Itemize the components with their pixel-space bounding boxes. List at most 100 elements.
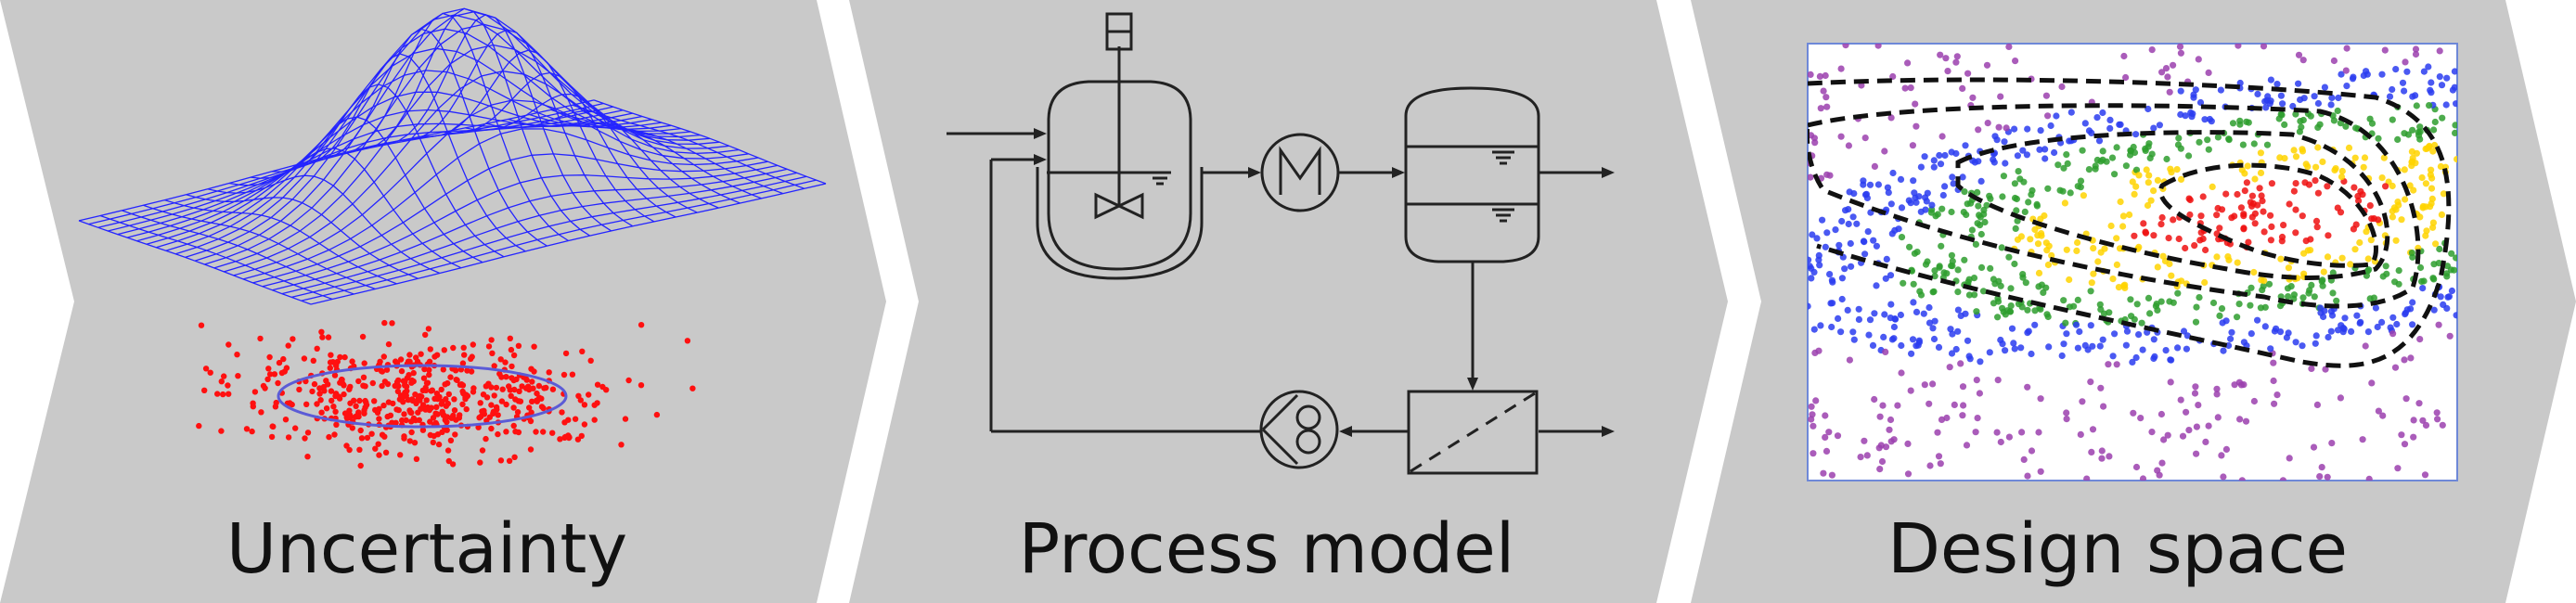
design-space-point — [2250, 397, 2258, 405]
sample-point — [292, 425, 299, 431]
mesh-line — [310, 183, 827, 305]
sample-point — [266, 371, 274, 378]
sample-point — [638, 382, 645, 389]
sample-point — [410, 369, 417, 377]
design-space-point — [2093, 114, 2101, 122]
sample-point — [397, 452, 404, 458]
sample-point — [214, 391, 221, 397]
design-space-point — [1904, 59, 1912, 67]
design-space-point — [2135, 331, 2143, 339]
design-space-point — [1935, 343, 1943, 351]
design-space-point — [2410, 433, 2417, 441]
design-space-point — [2216, 312, 2223, 319]
design-space-point — [2276, 328, 2285, 336]
design-space-point — [2064, 160, 2071, 167]
design-space-point — [2028, 447, 2036, 455]
design-space-point — [2314, 123, 2322, 131]
sample-point — [493, 404, 500, 411]
design-space-point — [2106, 309, 2113, 316]
design-space-point — [1959, 412, 1966, 419]
sample-point — [410, 378, 417, 385]
design-space-point — [2067, 189, 2074, 197]
design-space-point — [2148, 429, 2156, 436]
design-space-point — [2256, 185, 2263, 192]
sample-point — [493, 384, 500, 391]
design-space-point — [1891, 315, 1900, 323]
sample-point — [434, 395, 441, 403]
sample-point — [360, 374, 367, 380]
design-space-point — [2066, 276, 2073, 284]
design-space-point — [1829, 300, 1836, 307]
design-space-point — [1940, 269, 1948, 276]
design-space-point — [2403, 306, 2411, 314]
design-space-point — [2380, 154, 2388, 161]
design-space-point — [2132, 183, 2140, 190]
design-space-point — [2177, 396, 2184, 404]
design-space-point — [1969, 94, 1977, 101]
design-space-point — [1808, 403, 1815, 410]
design-space-point — [2205, 146, 2212, 153]
design-space-point — [2257, 169, 2265, 176]
design-space-point — [2018, 303, 2026, 311]
design-space-point — [2062, 319, 2069, 327]
sample-point — [496, 370, 503, 378]
design-space-point — [2445, 293, 2453, 301]
design-space-point — [2243, 179, 2250, 186]
design-space-point — [2446, 332, 2454, 340]
design-space-point — [2165, 235, 2172, 242]
design-space-point — [2379, 273, 2387, 280]
design-space-point — [2182, 244, 2189, 252]
design-space-point — [1874, 44, 1882, 49]
design-space-point — [2239, 141, 2247, 148]
sample-point — [529, 378, 535, 385]
design-space-point — [2295, 80, 2302, 87]
sample-point — [438, 401, 444, 407]
sample-point — [400, 393, 406, 400]
design-space-point — [2356, 319, 2363, 327]
sample-point — [445, 457, 452, 465]
design-space-point — [2363, 68, 2370, 75]
design-space-point — [1913, 122, 1920, 130]
sample-point — [411, 440, 419, 446]
design-space-point — [2297, 96, 2304, 104]
sample-point — [425, 326, 432, 332]
design-space-point — [1976, 390, 1983, 397]
design-space-point — [1922, 194, 1929, 201]
design-space-point — [1904, 440, 1912, 447]
design-space-point — [2143, 166, 2150, 173]
sample-point — [265, 366, 272, 372]
design-space-point — [1921, 381, 1928, 389]
design-space-point — [1886, 426, 1893, 433]
design-space-point — [1960, 402, 1967, 409]
design-space-point — [1938, 205, 1946, 212]
sample-point — [431, 353, 438, 360]
design-space-point — [2005, 253, 2013, 261]
design-space-point — [1808, 302, 1811, 310]
design-space-point — [2394, 135, 2402, 143]
design-space-point — [2325, 232, 2332, 239]
design-space-point — [2177, 87, 2184, 95]
design-space-point — [1845, 142, 1852, 149]
design-space-point — [2079, 147, 2086, 154]
design-space-point — [2285, 293, 2292, 301]
sample-point — [440, 411, 446, 418]
sample-point — [317, 397, 324, 404]
design-space-point — [2312, 332, 2320, 340]
design-space-point — [2137, 415, 2145, 422]
design-space-point — [1838, 295, 1846, 303]
design-space-point — [1910, 299, 1917, 306]
design-space-point — [2399, 79, 2407, 86]
design-space-point — [2427, 171, 2434, 178]
sample-point — [403, 383, 410, 390]
design-space-point — [2011, 180, 2018, 187]
design-space-point — [2412, 45, 2420, 53]
design-space-point — [2195, 402, 2202, 409]
design-space-point — [2040, 289, 2047, 296]
design-space-point — [1866, 181, 1874, 188]
design-space-point — [1999, 193, 2006, 200]
design-space-point — [1912, 100, 1919, 108]
design-space-point — [2448, 287, 2455, 295]
design-space-point — [2260, 282, 2267, 289]
sample-point — [422, 387, 430, 393]
design-space-point — [2235, 301, 2243, 308]
